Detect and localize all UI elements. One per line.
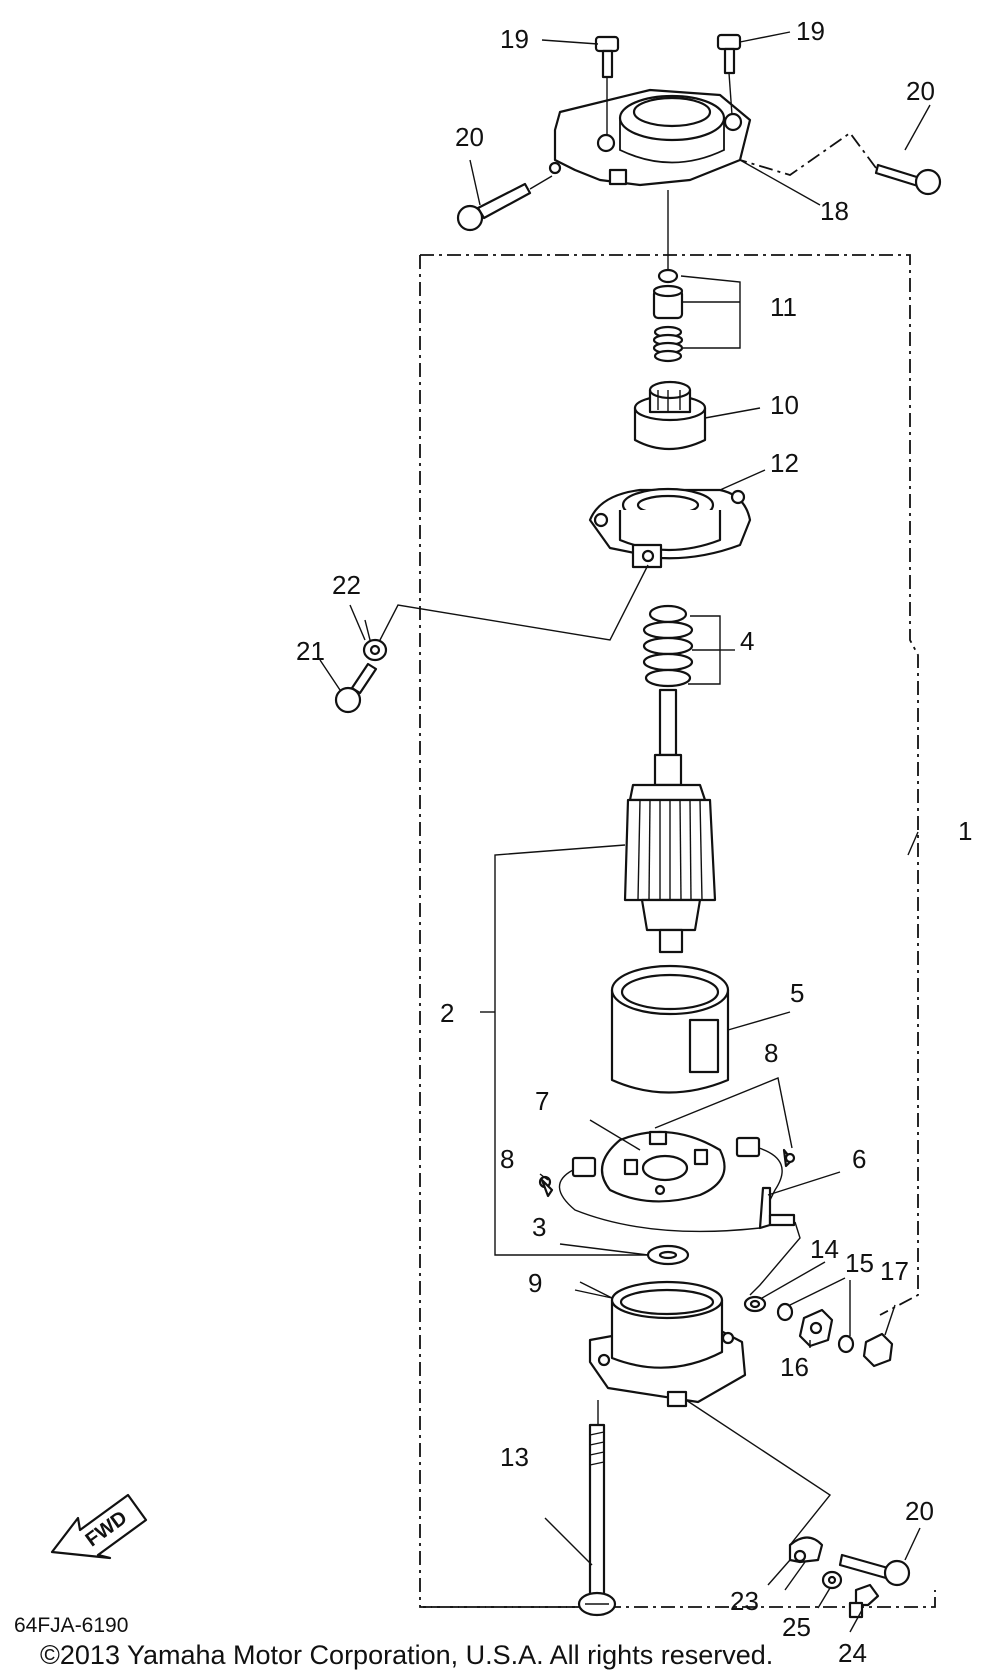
- part-8-clip-left: [538, 1175, 554, 1198]
- part-5-yoke: [610, 964, 791, 1094]
- part-3-washer: [646, 1244, 690, 1266]
- callout-19a: 19: [500, 24, 529, 54]
- callout-9: 9: [528, 1268, 542, 1298]
- callout-20b: 20: [906, 76, 935, 106]
- leader-2-bracket: [494, 844, 648, 1256]
- part-22-washer: [362, 619, 388, 662]
- part-4-springs: [642, 604, 735, 688]
- part-15-lockwasher-b: [837, 1280, 855, 1354]
- armature: [623, 688, 717, 954]
- copyright-text: ©2013 Yamaha Motor Corporation, U.S.A. A…: [40, 1640, 773, 1670]
- brush-left: [558, 1156, 761, 1233]
- part-13-through-bolt: [577, 1423, 617, 1617]
- callout-7: 7: [535, 1086, 549, 1116]
- callout-25: 25: [782, 1612, 811, 1642]
- part-6-terminal: [758, 1171, 841, 1230]
- part-23-clamp: [784, 1536, 824, 1591]
- callout-16: 16: [780, 1352, 809, 1382]
- callout-11: 11: [770, 292, 797, 322]
- part-11-clip-collar-spring: [652, 268, 741, 363]
- bolt-19-left: [594, 35, 620, 135]
- leader-terminal-nuts: [749, 1221, 801, 1296]
- callout-22: 22: [332, 570, 361, 600]
- part-8-clip-right: [654, 1077, 796, 1168]
- callout-3: 3: [532, 1212, 546, 1242]
- part-24-bolt: [848, 1583, 880, 1633]
- part-15-lockwasher-a: [776, 1277, 846, 1322]
- callout-2: 2: [440, 998, 454, 1028]
- assembly-boundary: [419, 254, 936, 1608]
- part-9-rear-cover: [574, 1280, 747, 1408]
- callout-20a: 20: [455, 122, 484, 152]
- callout-13: 13: [500, 1442, 529, 1472]
- part-10-pinion-gear: [633, 380, 761, 450]
- callout-17: 17: [880, 1256, 909, 1286]
- fwd-arrow-icon: FWD: [50, 1493, 148, 1560]
- callout-23: 23: [730, 1586, 759, 1616]
- bolt-20-top-left: [456, 175, 553, 232]
- callout-12: 12: [770, 448, 799, 478]
- part-21-bolt: [334, 662, 378, 714]
- brush-right: [735, 1136, 783, 1201]
- callout-6: 6: [852, 1144, 866, 1174]
- part-7-brush-holder: [589, 1119, 726, 1203]
- diagram-code: 64FJA-6190: [14, 1614, 128, 1637]
- callout-8a: 8: [764, 1038, 778, 1068]
- callout-15: 15: [845, 1248, 874, 1278]
- upper-bracket: [548, 88, 752, 187]
- callout-19b: 19: [796, 16, 825, 46]
- callout-8b: 8: [500, 1144, 514, 1174]
- part-25-washer: [817, 1570, 843, 1609]
- callout-leaders: [319, 31, 931, 1586]
- callout-1: 1: [958, 816, 972, 846]
- bolt-20-lower: [838, 1553, 911, 1587]
- callout-24: 24: [838, 1638, 867, 1668]
- callout-10: 10: [770, 390, 799, 420]
- callout-20c: 20: [905, 1496, 934, 1526]
- leader-9-23: [685, 1399, 832, 1546]
- callout-5: 5: [790, 978, 804, 1008]
- part-12-front-cover: [588, 469, 766, 569]
- callout-4: 4: [740, 626, 754, 656]
- callout-21: 21: [296, 636, 325, 666]
- part-17-nut: [862, 1304, 896, 1368]
- part-16-nut: [798, 1308, 834, 1348]
- bolt-20-top-right: [739, 131, 942, 196]
- callout-14: 14: [810, 1234, 839, 1264]
- part-14-washer: [743, 1261, 826, 1313]
- callout-18: 18: [820, 196, 849, 226]
- leader-12-22: [379, 564, 649, 641]
